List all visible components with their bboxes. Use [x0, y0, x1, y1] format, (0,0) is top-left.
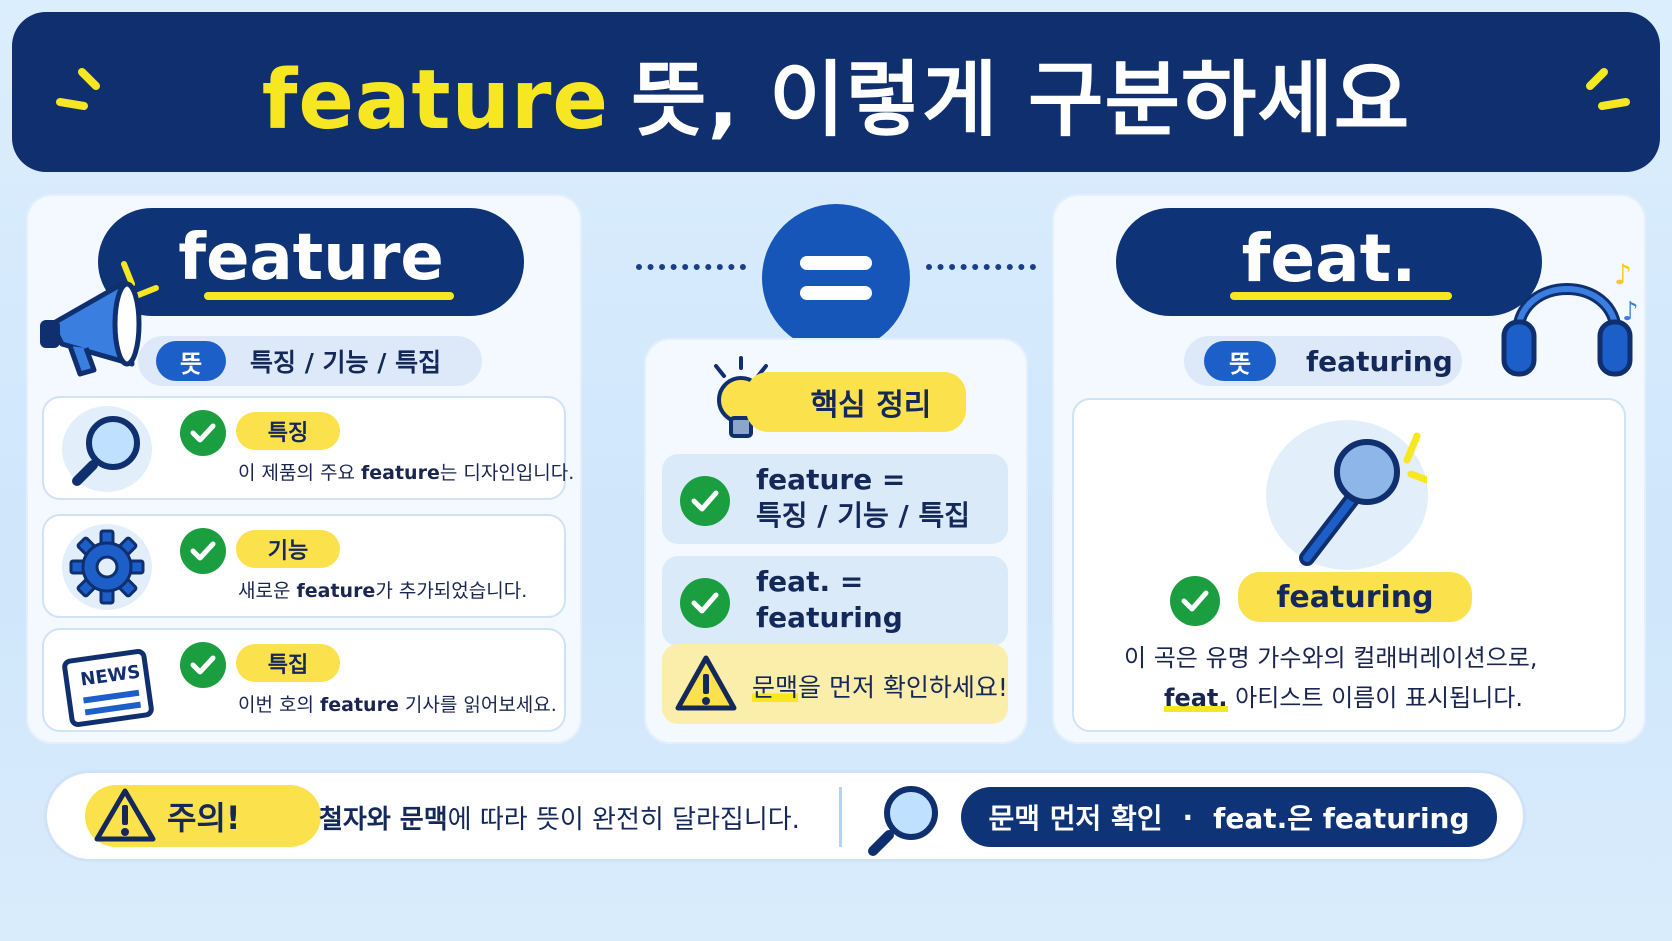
feature-meaning-text: 특징 / 기능 / 특집: [250, 348, 442, 377]
summary-title: 핵심 정리: [746, 372, 966, 432]
megaphone-icon: [40, 261, 159, 377]
item-tag: 특집: [236, 644, 340, 682]
newspaper-icon: NEWS: [62, 649, 154, 727]
meaning-badge: 뜻: [156, 341, 226, 381]
summary-row: feat. = featuring: [662, 556, 1008, 646]
feat-meaning-text: featuring: [1306, 344, 1453, 378]
meaning-badge: 뜻: [1204, 341, 1276, 381]
item-sentence: 새로운 feature가 추가되었습니다.: [238, 580, 528, 602]
caution-badge: 주의!: [85, 785, 321, 847]
feat-example-card: featuring 이 곡은 유명 가수와의 컬래버레이션으로, feat. 아…: [1072, 398, 1626, 732]
feat-title: feat.: [1241, 219, 1417, 297]
summary-line2: 특징 / 기능 / 특집: [756, 499, 971, 532]
title-highlight: feature: [261, 52, 610, 148]
feat-panel: feat. ♪ ♪ 뜻 featuring featuring 이 곡은 유명 …: [1052, 194, 1646, 744]
title-rest: 뜻, 이렇게 구분하세요: [631, 52, 1411, 148]
item-sentence: 이 제품의 주요 feature는 디자인입니다.: [238, 462, 575, 484]
context-warning: 문맥을 먼저 확인하세요!: [662, 644, 1008, 724]
headphones-icon: ♪ ♪: [1501, 258, 1639, 377]
item-sentence: 이번 호의 feature 기사를 읽어보세요.: [238, 694, 557, 716]
feat-title-pill: feat.: [1116, 208, 1542, 316]
divider: [839, 787, 842, 847]
summary-line2: featuring: [756, 601, 903, 634]
tip-left: 문맥 먼저 확인: [988, 802, 1163, 835]
gear-icon: [69, 529, 145, 605]
equals-icon: [800, 256, 872, 300]
microphone-icon: [1299, 432, 1427, 566]
caution-label: 주의!: [167, 799, 241, 837]
list-item: NEWS 특집 이번 호의 feature 기사를 읽어보세요.: [42, 628, 566, 732]
check-icon: [1170, 576, 1220, 626]
check-icon: [180, 410, 226, 456]
check-icon: [680, 476, 730, 526]
bottom-tip-bar: 주의! 철자와 문맥에 따라 뜻이 완전히 달라집니다. 문맥 먼저 확인 · …: [44, 770, 1526, 862]
summary-row: feature = 특징 / 기능 / 특집: [662, 454, 1008, 544]
tip-right: feat.은 featuring: [1213, 802, 1470, 835]
summary-line1: feature =: [756, 463, 906, 496]
svg-text:♪: ♪: [1614, 258, 1632, 291]
warning-icon: [94, 788, 156, 842]
feature-panel: feature 뜻 특징 / 기능 / 특집 특징 이 제품의 주요 featu…: [26, 194, 582, 744]
check-icon: [180, 642, 226, 688]
warning-icon: [675, 655, 737, 711]
check-icon: [680, 578, 730, 628]
sparkle-icon: [1586, 68, 1630, 110]
list-item: 기능 새로운 feature가 추가되었습니다.: [42, 514, 566, 618]
list-item: 특징 이 제품의 주요 feature는 디자인입니다.: [42, 396, 574, 500]
magnifier-icon: [72, 416, 140, 486]
svg-text:♪: ♪: [1622, 297, 1639, 327]
feat-meaning-bar: 뜻 featuring: [1184, 336, 1462, 386]
equals-circle: =: [762, 204, 910, 352]
magnifier-icon: [868, 786, 938, 856]
tip-separator: ·: [1182, 800, 1194, 834]
connector-dots: [926, 264, 1036, 270]
feat-sentence-line1: 이 곡은 유명 가수와의 컬래버레이션으로,: [1124, 644, 1538, 672]
feature-title: feature: [178, 221, 444, 295]
caution-text: 철자와 문맥에 따라 뜻이 완전히 달라집니다.: [319, 805, 800, 835]
warning-text: 문맥을 먼저 확인하세요!: [752, 673, 1008, 702]
summary-panel: 핵심 정리 feature = 특징 / 기능 / 특집 feat. = fea…: [644, 338, 1028, 744]
feature-meaning-bar: 뜻 특징 / 기능 / 특집: [138, 336, 482, 386]
item-tag: 특징: [236, 412, 340, 450]
feat-sentence-line2: feat. 아티스트 이름이 표시됩니다.: [1164, 684, 1523, 712]
item-tag: 기능: [236, 530, 340, 568]
sparkle-icon: [56, 68, 100, 110]
feat-tag: featuring: [1238, 572, 1472, 622]
check-icon: [180, 528, 226, 574]
tip-pill: 문맥 먼저 확인 · feat.은 featuring: [961, 787, 1497, 847]
connector-dots: [636, 264, 746, 270]
summary-line1: feat. =: [756, 565, 864, 598]
